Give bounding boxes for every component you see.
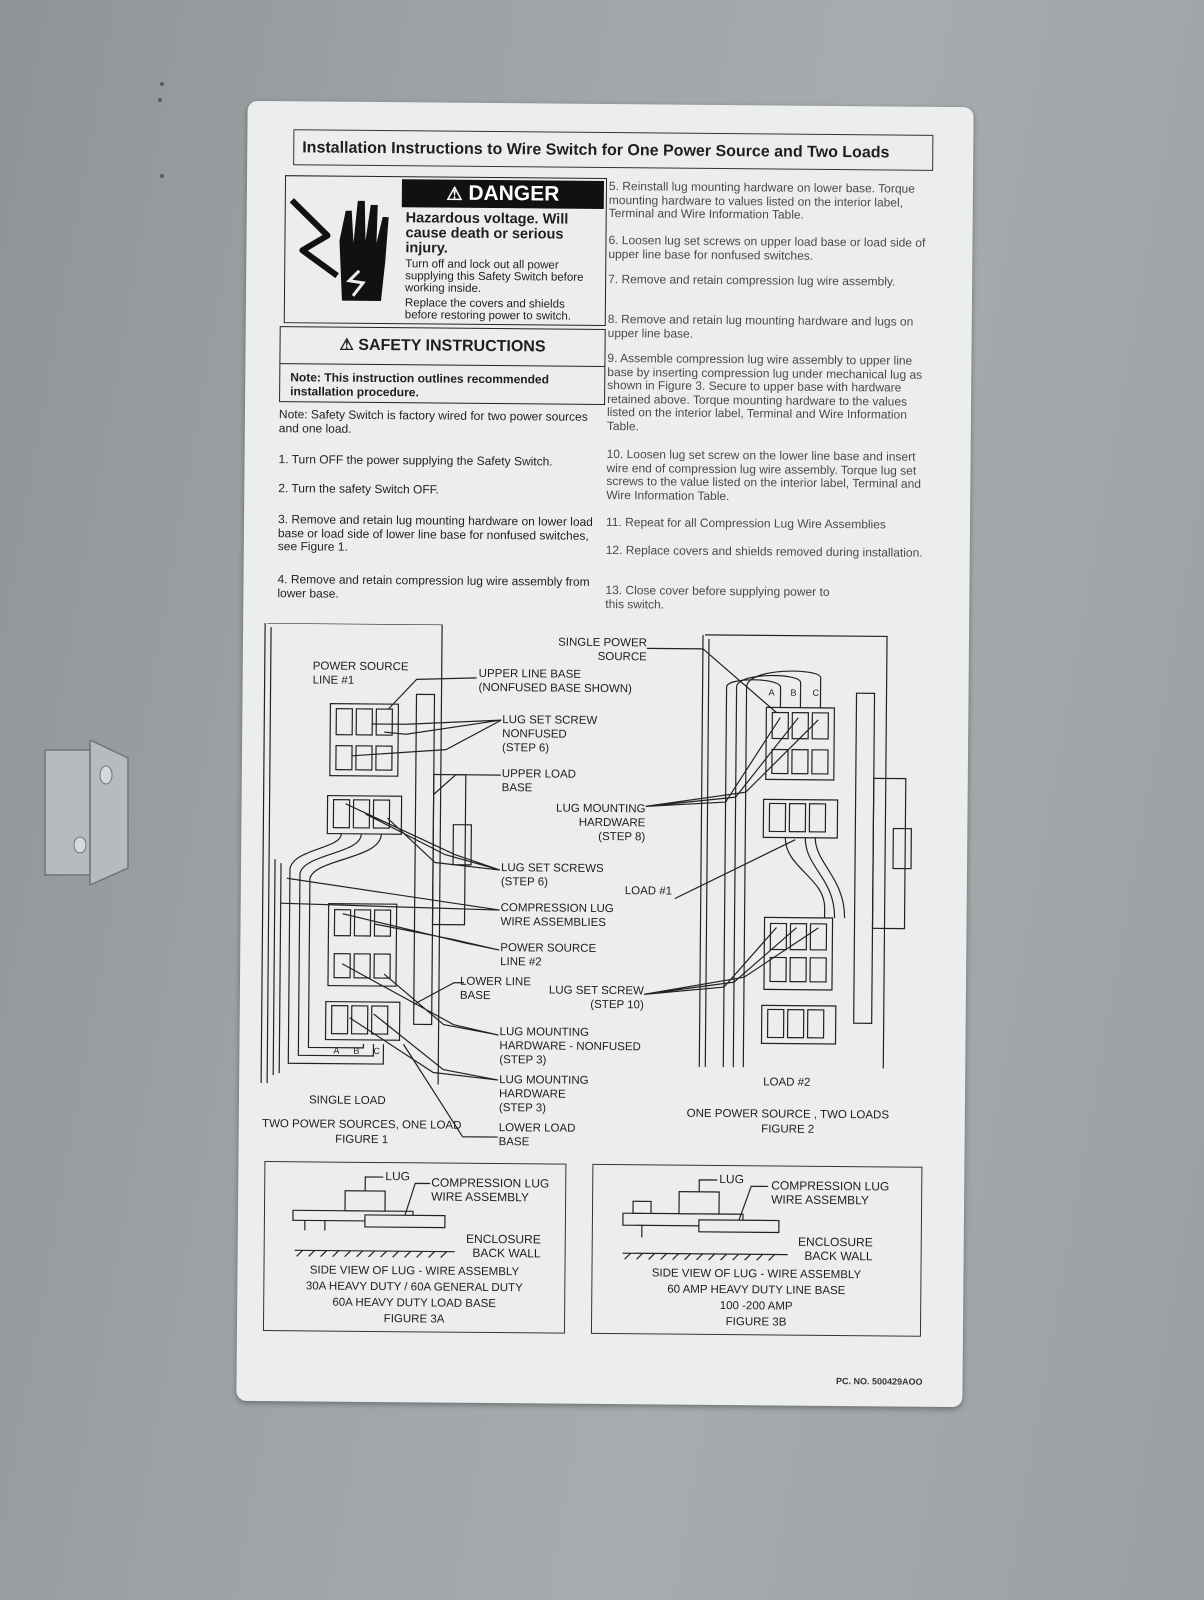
- label-upper-line-base: UPPER LINE BASE (NONFUSED BASE SHOWN): [478, 667, 632, 696]
- step-12: 12. Replace covers and shields removed d…: [605, 542, 923, 560]
- figure-3a-number: FIGURE 3A: [383, 1313, 445, 1326]
- door-latch-bracket: [44, 740, 129, 885]
- figure-3a-drawing: [292, 1176, 455, 1259]
- phase-label-c: C: [373, 1045, 380, 1057]
- label-load-1: LOAD #1: [624, 885, 673, 898]
- factory-wired-note: Note: Safety Switch is factory wired for…: [278, 407, 588, 436]
- step-1: 1. Turn OFF the power supplying the Safe…: [278, 452, 553, 469]
- figure-3b-enclosure-label: ENCLOSURE BACK WALL: [798, 1234, 873, 1264]
- step-5: 5. Reinstall lug mounting hardware on lo…: [608, 179, 915, 222]
- phase-label-a: A: [768, 687, 775, 698]
- label-lug-mounting-nonfused: LUG MOUNTING HARDWARE - NONFUSED (STEP 3…: [499, 1026, 641, 1067]
- figure-1-caption: TWO POWER SOURCES, ONE LOAD: [262, 1118, 462, 1132]
- figure-3a-enclosure-label: ENCLOSURE BACK WALL: [466, 1231, 541, 1261]
- danger-text: Hazardous voltage. Will cause death or s…: [404, 210, 601, 323]
- warning-triangle-outline-icon: ⚠: [339, 336, 354, 354]
- wiring-diagram-drawing: [260, 622, 912, 1138]
- label-power-source-line-1: POWER SOURCE LINE #1: [312, 660, 409, 687]
- figure-2-number: FIGURE 2: [761, 1123, 815, 1136]
- figure-3b: LUG COMPRESSION LUG WIRE ASSEMBLY ENCLOS…: [590, 1163, 923, 1337]
- door-speck: [160, 174, 164, 178]
- label-lug-mounting-hardware: LUG MOUNTING HARDWARE (STEP 3): [498, 1074, 589, 1115]
- label-lug-set-screws: LUG SET SCREWS (STEP 6): [500, 862, 604, 889]
- figure-3b-caption: SIDE VIEW OF LUG - WIRE ASSEMBLY 60 AMP …: [592, 1265, 921, 1332]
- danger-warning-box: ⚠ DANGER Hazardous voltage. Will cause d…: [283, 175, 608, 326]
- danger-replace-text: Replace the covers and shields before re…: [404, 297, 572, 323]
- phase-label-a: A: [333, 1045, 340, 1056]
- label-power-source-line-2: POWER SOURCE LINE #2: [500, 942, 597, 969]
- label-single-power-source: SINGLE POWER SOURCE: [558, 636, 648, 664]
- figure-3a-caption-line-2: 30A HEAVY DUTY / 60A GENERAL DUTY: [305, 1280, 523, 1295]
- step-11: 11. Repeat for all Compression Lug Wire …: [605, 515, 886, 532]
- step-2: 2. Turn the safety Switch OFF.: [278, 481, 440, 497]
- label-lug-set-screw-nonfused: LUG SET SCREW NONFUSED (STEP 6): [501, 714, 598, 755]
- safety-note: Note: This instruction outlines recommen…: [290, 370, 550, 400]
- danger-heading: ⚠ DANGER: [401, 179, 605, 209]
- figure-3a-compression-label: COMPRESSION LUG WIRE ASSEMBLY: [431, 1175, 550, 1205]
- figure-3b-compression-label: COMPRESSION LUG WIRE ASSEMBLY: [771, 1178, 890, 1208]
- figure-2-caption: ONE POWER SOURCE , TWO LOADS: [686, 1107, 890, 1122]
- figure-3b-number: FIGURE 3B: [725, 1316, 787, 1329]
- phase-label-c: C: [812, 687, 820, 698]
- label-lower-line-base: LOWER LINE BASE: [459, 975, 531, 1003]
- label-lug-mounting-hardware-step-8: LUG MOUNTING HARDWARE (STEP 8): [556, 802, 646, 844]
- phase-label-b: B: [353, 1045, 360, 1056]
- danger-lockout-text: Turn off and lock out all power supplyin…: [405, 258, 584, 295]
- instruction-label: Installation Instructions to Wire Switch…: [236, 100, 974, 1408]
- door-speck: [160, 82, 164, 86]
- safety-heading-text: SAFETY INSTRUCTIONS: [358, 336, 546, 356]
- danger-hazard-text: Hazardous voltage. Will cause death or s…: [405, 210, 569, 257]
- label-lug-set-screw-step-10: LUG SET SCREW (STEP 10): [548, 984, 644, 1012]
- danger-heading-text: DANGER: [468, 181, 560, 206]
- label-upper-load-base: UPPER LOAD BASE: [501, 768, 577, 795]
- wiring-diagram: POWER SOURCE LINE #1 UPPER LINE BASE (NO…: [252, 622, 957, 1164]
- figure-3a-lug-label: LUG: [385, 1169, 411, 1184]
- step-4: 4. Remove and retain compression lug wir…: [277, 572, 590, 601]
- electric-shock-hand-icon: [289, 198, 389, 302]
- step-7: 7. Remove and retain compression lug wir…: [608, 272, 896, 289]
- step-3: 3. Remove and retain lug mounting hardwa…: [277, 512, 593, 554]
- label-load-2: LOAD #2: [763, 1076, 811, 1089]
- safety-instructions-box: ⚠ SAFETY INSTRUCTIONS Note: This instruc…: [279, 326, 606, 405]
- step-8: 8. Remove and retain lug mounting hardwa…: [607, 312, 914, 341]
- safety-heading: ⚠ SAFETY INSTRUCTIONS: [280, 327, 605, 367]
- step-6: 6. Loosen lug set screws on upper load b…: [608, 233, 926, 263]
- figure-3b-lug-label: LUG: [719, 1172, 745, 1187]
- step-13: 13. Close cover before supplying power t…: [605, 582, 830, 612]
- figure-3b-drawing: [622, 1179, 788, 1261]
- label-title: Installation Instructions to Wire Switch…: [293, 129, 934, 171]
- step-9: 9. Assemble compression lug wire assembl…: [606, 351, 923, 433]
- door-speck: [158, 98, 162, 102]
- figure-1-number: FIGURE 1: [335, 1133, 389, 1147]
- label-compression-lug-assemblies: COMPRESSION LUG WIRE ASSEMBLIES: [500, 902, 614, 930]
- part-number: PC. NO. 500429AOO: [835, 1376, 923, 1387]
- phase-label-b: B: [790, 687, 797, 698]
- figure-3a-caption: SIDE VIEW OF LUG - WIRE ASSEMBLY 30A HEA…: [264, 1262, 565, 1329]
- step-10: 10. Loosen lug set screw on the lower li…: [606, 447, 922, 503]
- label-single-load: SINGLE LOAD: [308, 1094, 386, 1108]
- label-lower-load-base: LOWER LOAD BASE: [498, 1122, 576, 1149]
- figure-3a: LUG COMPRESSION LUG WIRE ASSEMBLY ENCLOS…: [262, 1161, 567, 1334]
- warning-triangle-icon: ⚠: [446, 183, 463, 204]
